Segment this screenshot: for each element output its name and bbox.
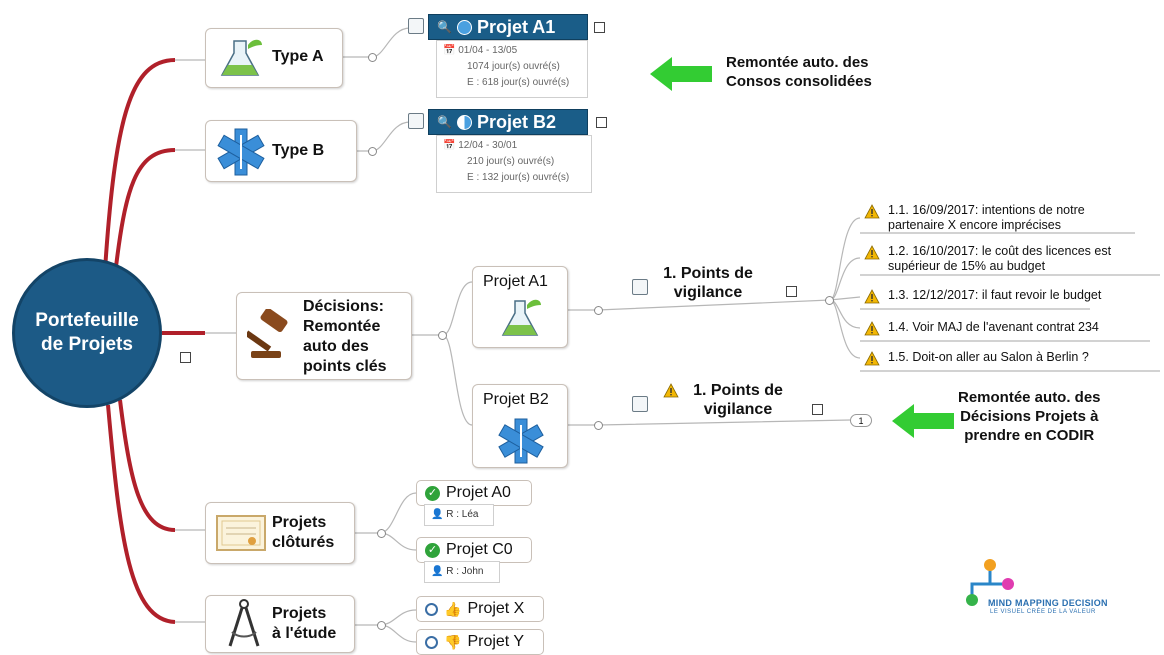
medical-star-icon — [498, 418, 544, 464]
person-icon: 👤 — [431, 566, 444, 577]
project-a1-header[interactable]: 🔍 Projet A1 — [428, 14, 588, 40]
link-icon[interactable] — [596, 117, 607, 128]
link-icon[interactable] — [180, 352, 191, 363]
link-icon[interactable] — [594, 22, 605, 33]
project-b2-title: Projet B2 — [476, 111, 556, 132]
closed-project-0[interactable]: ✓ Projet A0 — [416, 480, 532, 506]
closed-project-0-owner: 👤 R : Léa — [424, 504, 494, 526]
magnifier-icon: 🔍 — [437, 20, 452, 34]
note-icon[interactable] — [632, 279, 648, 295]
study-project-x[interactable]: 👍 Projet X — [416, 596, 544, 622]
certificate-icon — [216, 515, 266, 551]
closed-project-1[interactable]: ✓ Projet C0 — [416, 537, 532, 563]
project-a1-effort: E : 618 jour(s) ouvré(s) — [467, 77, 570, 88]
half-circle-icon — [456, 114, 472, 130]
flask-icon — [501, 299, 541, 336]
project-a1-title: Projet A1 — [476, 16, 556, 37]
decision-a1-points[interactable]: 1. Points de vigilance — [663, 265, 753, 301]
magnifier-icon: 🔍 — [437, 115, 452, 129]
project-a1-days: 1074 jour(s) ouvré(s) — [467, 61, 560, 72]
callout-decisions: Remontée auto. des Décisions Projets à p… — [958, 389, 1101, 444]
globe-icon — [456, 19, 472, 35]
study-project-x-label: Projet X — [467, 600, 525, 617]
flask-icon — [220, 39, 262, 76]
collapse-toggle[interactable] — [368, 53, 377, 62]
collapse-toggle[interactable] — [594, 306, 603, 315]
branch-closed-label: Projets clôturés — [272, 514, 335, 551]
root-label: Portefeuille de Projets — [35, 310, 139, 355]
hidden-count-badge[interactable]: 1 — [850, 414, 872, 427]
risk-item-5[interactable]: 1.5. Doit-on aller au Salon à Berlin ? — [888, 350, 1089, 364]
risk-item-2[interactable]: 1.2. 16/10/2017: le coût des licences es… — [888, 244, 1112, 273]
branch-decisions-label: Décisions: Remontée auto des points clés — [303, 298, 387, 375]
logo-tagline: LE VISUEL CRÉE DE LA VALEUR — [990, 609, 1096, 615]
decision-a1-label: Projet A1 — [483, 273, 548, 290]
branch-decisions[interactable]: Décisions: Remontée auto des points clés — [236, 292, 412, 380]
study-project-y[interactable]: 👎 Projet Y — [416, 629, 544, 655]
risk-item-1[interactable]: 1.1. 16/09/2017: intentions de notre par… — [888, 203, 1085, 232]
risk-item-3[interactable]: 1.3. 12/12/2017: il faut revoir le budge… — [888, 288, 1102, 302]
thumbs-down-icon: 👎 — [444, 633, 462, 650]
warning-icon — [663, 383, 679, 398]
branch-type-a[interactable]: Type A — [205, 28, 343, 88]
warning-icon — [864, 289, 880, 304]
closed-project-1-label: Projet C0 — [446, 541, 513, 558]
branch-type-b[interactable]: Type B — [205, 120, 357, 182]
branch-study-label: Projets à l'étude — [272, 605, 337, 642]
calendar-icon: 📅 — [443, 45, 456, 56]
study-project-y-label: Projet Y — [467, 633, 525, 650]
project-b2-details: 📅 12/04 - 30/01 210 jour(s) ouvré(s) E :… — [436, 135, 592, 193]
project-b2-dates: 12/04 - 30/01 — [458, 140, 518, 151]
closed-project-0-label: Projet A0 — [446, 484, 511, 501]
medical-star-icon — [217, 128, 265, 176]
closed-project-1-owner: 👤 R : John — [424, 561, 500, 583]
mind-mapping-logo — [966, 559, 1014, 606]
collapse-toggle[interactable] — [594, 421, 603, 430]
collapse-toggle[interactable] — [438, 331, 447, 340]
owner-label: R : Léa — [446, 509, 479, 520]
green-arrow-icon — [892, 404, 954, 438]
branch-type-b-label: Type B — [272, 142, 325, 159]
callout-consos: Remontée auto. des Consos consolidées — [726, 54, 872, 90]
risk-item-4[interactable]: 1.4. Voir MAJ de l'avenant contrat 234 — [888, 320, 1099, 334]
decision-project-a1[interactable]: Projet A1 — [472, 266, 568, 348]
link-icon[interactable] — [812, 404, 823, 415]
branch-closed[interactable]: Projets clôturés — [205, 502, 355, 564]
note-icon[interactable] — [632, 396, 648, 412]
note-icon[interactable] — [408, 18, 424, 34]
gavel-icon — [247, 309, 288, 358]
project-a1-details: 📅 01/04 - 13/05 1074 jour(s) ouvré(s) E … — [436, 40, 588, 98]
warning-icon — [864, 245, 880, 260]
decision-b2-points[interactable]: 1. Points de vigilance — [693, 382, 783, 418]
project-b2-header[interactable]: 🔍 Projet B2 — [428, 109, 588, 135]
decision-project-b2[interactable]: Projet B2 — [472, 384, 568, 468]
collapse-toggle[interactable] — [825, 296, 834, 305]
note-icon[interactable] — [408, 113, 424, 129]
status-circle-icon — [425, 602, 438, 616]
calendar-icon: 📅 — [443, 140, 456, 151]
owner-label: R : John — [446, 566, 484, 577]
project-b2-effort: E : 132 jour(s) ouvré(s) — [467, 172, 570, 183]
collapse-toggle[interactable] — [377, 621, 386, 630]
project-a1-dates: 01/04 - 13/05 — [458, 45, 518, 56]
decision-b2-label: Projet B2 — [483, 391, 549, 408]
root-node[interactable]: Portefeuille de Projets — [12, 258, 162, 408]
thumbs-up-icon: 👍 — [444, 600, 462, 617]
person-icon: 👤 — [431, 509, 444, 520]
check-icon: ✓ — [425, 485, 440, 501]
compass-icon — [228, 599, 260, 647]
logo-name: MIND MAPPING DECISION — [988, 598, 1108, 608]
branch-study[interactable]: Projets à l'étude — [205, 595, 355, 653]
check-icon: ✓ — [425, 542, 440, 558]
branch-type-a-label: Type A — [272, 48, 324, 65]
project-b2-days: 210 jour(s) ouvré(s) — [467, 156, 555, 167]
status-circle-icon — [425, 635, 438, 649]
link-icon[interactable] — [786, 286, 797, 297]
collapse-toggle[interactable] — [377, 529, 386, 538]
warning-icon — [864, 321, 880, 336]
green-arrow-icon — [650, 57, 712, 91]
warning-icon — [864, 204, 880, 219]
warning-icon — [864, 351, 880, 366]
collapse-toggle[interactable] — [368, 147, 377, 156]
